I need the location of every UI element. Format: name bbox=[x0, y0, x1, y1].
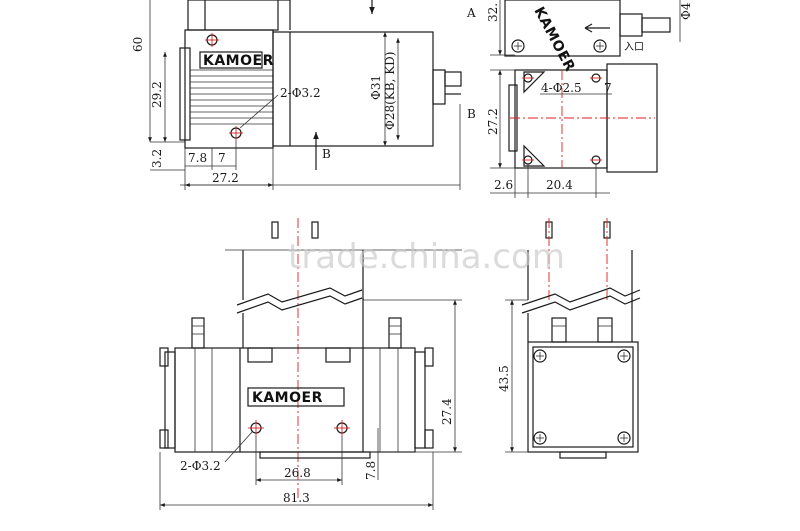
arrow-b-label: B bbox=[322, 147, 331, 161]
nozzle-side-right bbox=[597, 317, 613, 343]
side-body bbox=[527, 341, 639, 453]
brand-logo-rotated: KAMOER bbox=[530, 4, 577, 74]
dim-81-3: 81.3 bbox=[283, 491, 310, 505]
dim-26-8: 26.8 bbox=[284, 466, 311, 480]
brand-logo-front: KAMOER bbox=[252, 390, 323, 406]
corner-mark-bottom bbox=[523, 144, 546, 167]
nozzle-right bbox=[388, 317, 402, 349]
dim-7-8: 7.8 bbox=[188, 151, 207, 165]
screw-top-right bbox=[593, 39, 607, 53]
dim-3-2: 3.2 bbox=[150, 149, 164, 168]
dim-7: 7 bbox=[218, 151, 226, 165]
dim-2-6: 2.6 bbox=[494, 178, 513, 192]
hole-label-front: 2-Φ3.2 bbox=[180, 459, 221, 473]
dim-29-2: 29.2 bbox=[150, 81, 164, 108]
corner-mark-top bbox=[523, 71, 546, 94]
dim-27-4: 27.4 bbox=[440, 398, 454, 425]
dim-27-2-right: 27.2 bbox=[486, 108, 500, 135]
label-b: B bbox=[467, 107, 476, 121]
nozzle-left bbox=[191, 317, 205, 349]
nozzle-side-left bbox=[551, 317, 567, 343]
diameter-outer: Φ31 bbox=[369, 75, 383, 100]
bottom-left-view: KAMOER 2-Φ3.2 27.4 7.8 26.8 81.3 bbox=[159, 218, 462, 510]
cooling-fins bbox=[190, 69, 273, 125]
label-a: A bbox=[466, 6, 476, 20]
hole-label-top-right: 4-Φ2.5 bbox=[541, 81, 582, 95]
top-right-view: A 32. KAMOER 入口 Φ4 B 27.2 bbox=[466, 0, 693, 198]
dim-27-2-left: 27.2 bbox=[212, 171, 239, 185]
break-line-lower bbox=[236, 295, 363, 314]
break-line-right-lower bbox=[521, 295, 641, 314]
diameter-inner: Φ28(KB, KD) bbox=[383, 52, 397, 130]
hole-depth: 7 bbox=[604, 81, 612, 95]
brand-logo-top: KAMOER bbox=[203, 53, 274, 69]
hole-label-top-left: 2-Φ3.2 bbox=[280, 86, 321, 100]
dim-phi-4: Φ4 bbox=[679, 2, 693, 20]
dim-60: 60 bbox=[131, 37, 145, 52]
inlet-label: 入口 bbox=[624, 42, 644, 53]
watermark: trade.china.com bbox=[288, 237, 565, 277]
break-line-upper bbox=[236, 287, 363, 306]
side-screws bbox=[533, 349, 631, 445]
dim-7-8-front: 7.8 bbox=[364, 461, 378, 480]
dim-43-5: 43.5 bbox=[497, 365, 511, 392]
bottom-right-view: 43.5 bbox=[497, 218, 641, 459]
top-left-view: 60 29.2 3.2 KAMOER bbox=[131, 0, 462, 190]
break-line-right-upper bbox=[521, 287, 641, 306]
screw-top-left bbox=[511, 39, 525, 53]
dim-32: 32. bbox=[486, 3, 500, 22]
dim-20-4: 20.4 bbox=[546, 178, 573, 192]
